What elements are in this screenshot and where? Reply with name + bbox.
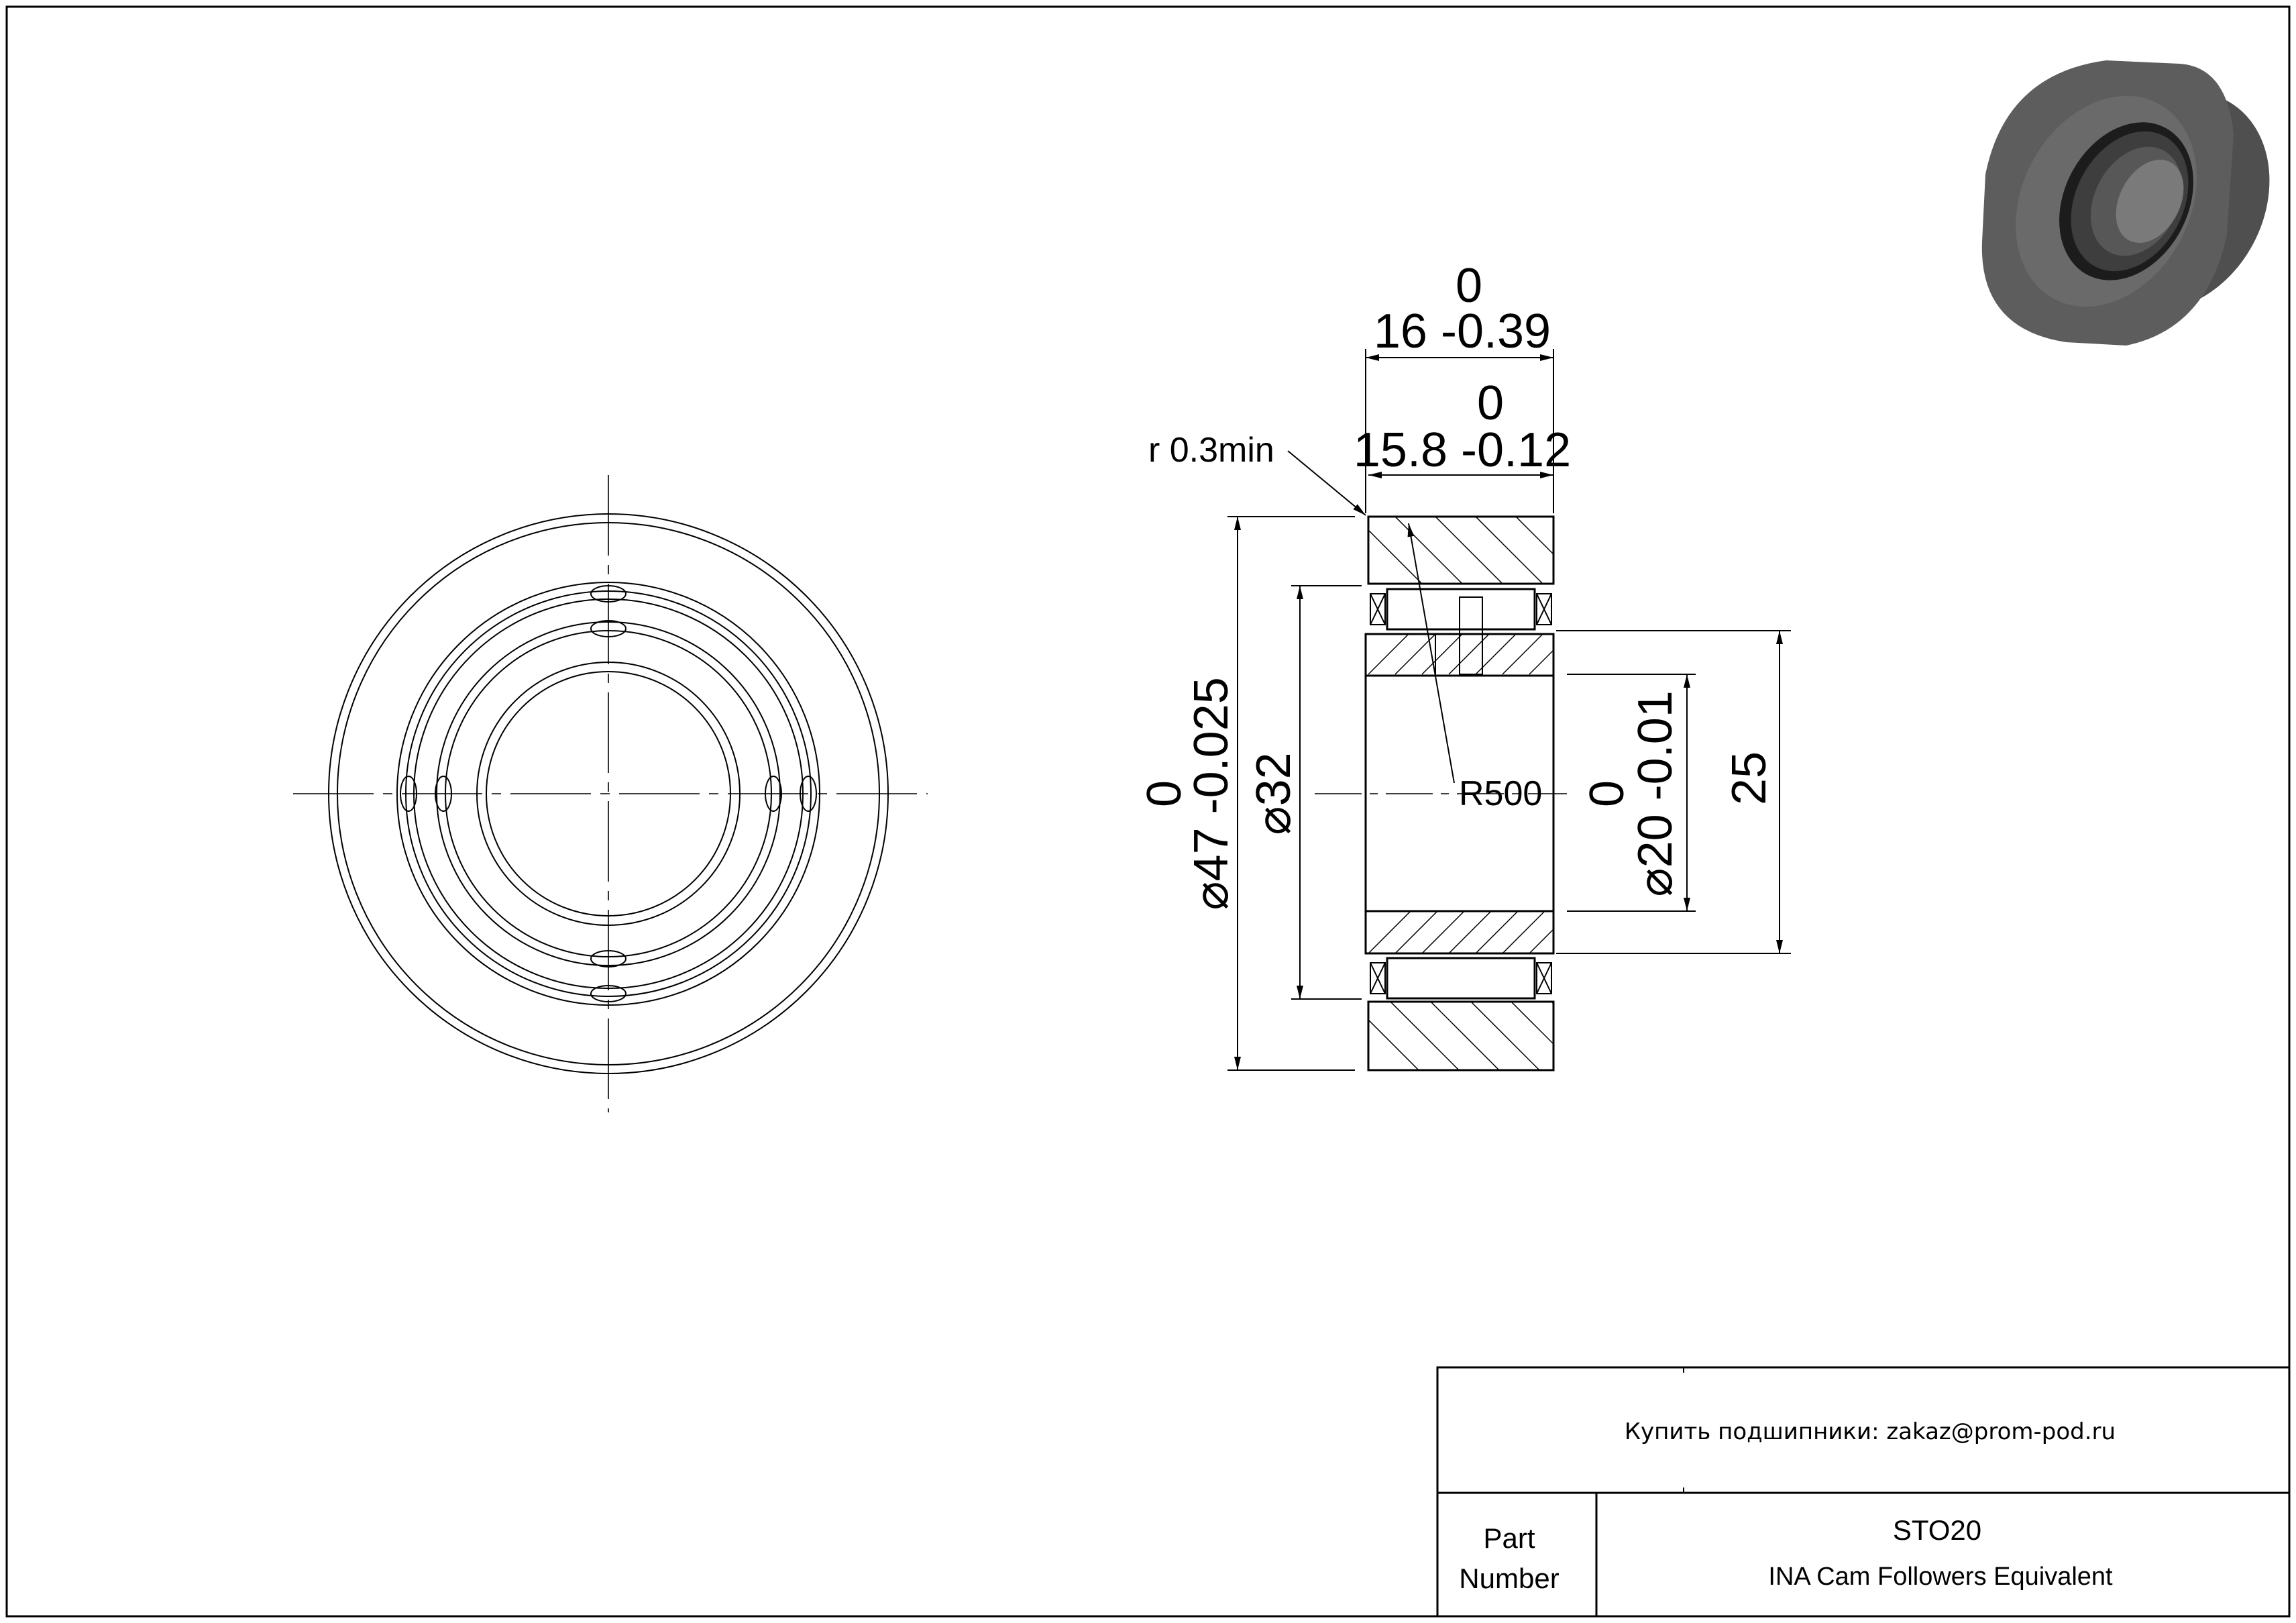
sheet-border — [5, 5, 2291, 1618]
front-view — [293, 475, 928, 1112]
dim-bore-diameter: ⌀20 -0.01 — [1629, 690, 1682, 897]
part-label-line2: Number — [1459, 1563, 1559, 1594]
contact-text: Купить подшипники: zakaz@prom-pod.ru — [1625, 1418, 2116, 1445]
bearing-3d-render — [1981, 60, 2270, 346]
hatch-outer-top — [1368, 517, 1553, 584]
dim-width-total: 16 -0.39 — [1374, 305, 1551, 358]
dim-width-total-upper: 0 — [1456, 259, 1482, 313]
part-label-line1: Part — [1483, 1522, 1535, 1554]
dim-crown-radius: R500 — [1459, 774, 1542, 813]
dim-width-inner-upper: 0 — [1477, 376, 1504, 430]
title-block — [1436, 1366, 2291, 1618]
hatch-outer-bottom — [1368, 1002, 1553, 1070]
part-number: STO20 — [1893, 1514, 1981, 1546]
part-description: INA Cam Followers Equivalent — [1768, 1563, 2113, 1591]
dim-outer-diameter-upper: 0 — [1138, 780, 1191, 807]
roller-marks — [400, 585, 817, 1002]
dim-inner-ring-width: 25 — [1723, 751, 1776, 805]
section-view — [1227, 349, 1791, 1071]
dim-outer-diameter: ⌀47 -0.025 — [1185, 677, 1238, 910]
hatch-inner-bottom — [1368, 911, 1553, 953]
dim-bore-diameter-upper: 0 — [1580, 780, 1634, 807]
dim-width-inner: 15.8 -0.12 — [1354, 423, 1571, 477]
dim-raceway-diameter: ⌀32 — [1247, 752, 1301, 835]
dim-corner-radius: r 0.3min — [1148, 431, 1274, 470]
hatch-inner-top — [1368, 634, 1553, 675]
